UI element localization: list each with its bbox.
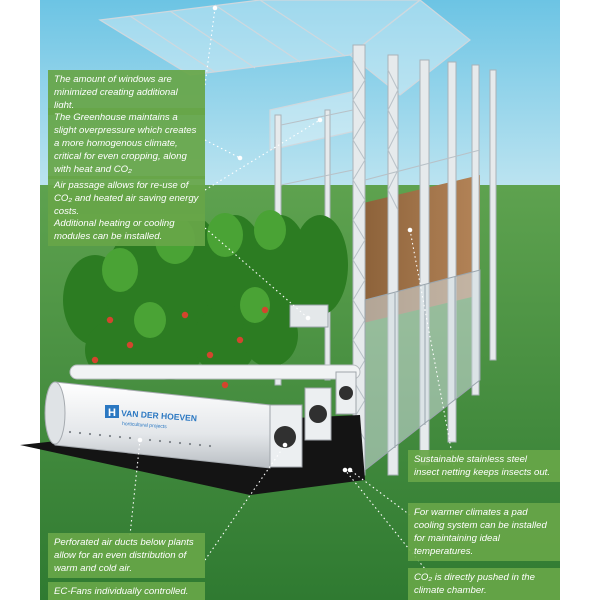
brand-logo-letter: H xyxy=(108,407,116,419)
white-page-right xyxy=(560,0,600,600)
callout-ducts: Perforated air ducts below plants allow … xyxy=(48,533,205,578)
callout-overpressure-text: The Greenhouse maintains a slight overpr… xyxy=(54,112,197,175)
callout-air-passage-text: Air passage allows for re-use of CO₂ and… xyxy=(54,180,199,217)
callout-insect-netting-text: Sustainable stainless steel insect netti… xyxy=(414,454,550,478)
callout-dots xyxy=(137,5,413,473)
callout-pad-cooling-text: For warmer climates a pad cooling system… xyxy=(414,507,547,557)
callout-pad-cooling: For warmer climates a pad cooling system… xyxy=(408,503,560,561)
callout-air-passage: Air passage allows for re-use of CO₂ and… xyxy=(48,176,205,221)
callout-co2-text: CO₂ is directly pushed in the climate ch… xyxy=(414,572,535,596)
callout-overpressure: The Greenhouse maintains a slight overpr… xyxy=(48,108,205,179)
callout-windows: The amount of windows are minimized crea… xyxy=(48,70,205,115)
ec-fans xyxy=(269,371,357,468)
white-page-left xyxy=(0,0,40,600)
callout-ducts-text: Perforated air ducts below plants allow … xyxy=(54,537,194,574)
callout-windows-text: The amount of windows are minimized crea… xyxy=(54,74,178,111)
callout-insect-netting: Sustainable stainless steel insect netti… xyxy=(408,450,560,482)
insect-netting xyxy=(364,269,481,472)
callout-ec-fans: EC-Fans individually controlled. xyxy=(48,582,205,600)
callout-modules-text: Additional heating or cooling modules ca… xyxy=(54,218,175,242)
callout-ec-fans-text: EC-Fans individually controlled. xyxy=(54,586,189,597)
roof-structure xyxy=(98,0,471,151)
callout-modules: Additional heating or cooling modules ca… xyxy=(48,214,205,246)
brand-tagline: horticultural projects xyxy=(122,421,168,430)
callout-co2: CO₂ is directly pushed in the climate ch… xyxy=(408,568,560,600)
air-ducts xyxy=(44,364,361,469)
